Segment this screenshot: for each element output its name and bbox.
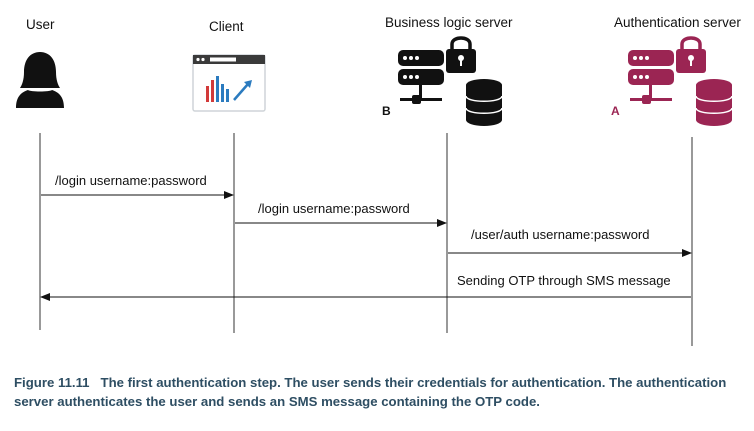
marker-a: A [611, 104, 620, 118]
message-label-1: /login username:password [55, 173, 207, 188]
caption-text: The first authentication step. The user … [14, 375, 727, 409]
browser-chart-icon [192, 54, 266, 112]
actor-label-user: User [26, 17, 55, 32]
figure-number: Figure 11.11 [14, 375, 90, 390]
message-label-2: /login username:password [258, 201, 410, 216]
locked-server-icon [398, 36, 503, 126]
actor-label-business-logic-server: Business logic server [385, 15, 513, 30]
figure-caption: Figure 11.11 The first authentication st… [14, 373, 744, 411]
message-label-4: Sending OTP through SMS message [457, 273, 671, 288]
message-label-3: /user/auth username:password [471, 227, 650, 242]
sequence-diagram [16, 36, 733, 346]
marker-b: B [382, 104, 391, 118]
actor-label-client: Client [209, 19, 244, 34]
locked-server-icon [628, 36, 733, 126]
actor-label-authentication-server: Authentication server [614, 15, 741, 30]
user-icon [16, 52, 64, 108]
